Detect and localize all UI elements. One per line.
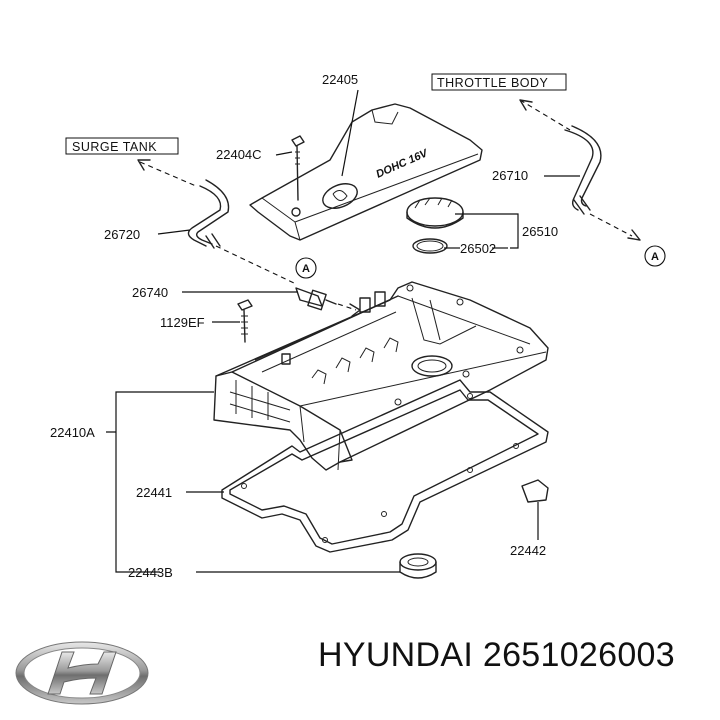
throttle-body-box [431, 73, 567, 91]
label-22404c: 22404C [216, 147, 262, 162]
label-22441: 22441 [136, 485, 172, 500]
callout-labels: 22405 THROTTLE BODY SURGE TANK 22404C 26… [50, 72, 666, 580]
label-circle-a-left: A [302, 263, 310, 275]
label-26720: 26720 [104, 227, 140, 242]
valve-cover [213, 281, 549, 471]
engine-top-cover: DOHC 16V [249, 103, 483, 241]
flow-arrows [137, 99, 641, 317]
label-26502: 26502 [460, 241, 496, 256]
brand-part-number: HYUNDAI 2651026003 [318, 636, 675, 674]
spark-tube-seal [399, 553, 437, 579]
surge-tank-box [65, 137, 179, 155]
bolt-1129ef [237, 299, 253, 343]
label-22443b: 22443B [128, 565, 173, 580]
label-circle-a-right: A [651, 251, 659, 263]
plug-seal [521, 479, 549, 503]
leader-lines [106, 89, 580, 573]
label-throttle-body: THROTTLE BODY [437, 76, 549, 90]
label-22405: 22405 [322, 72, 358, 87]
label-1129ef: 1129EF [160, 315, 205, 330]
label-26510: 26510 [522, 224, 558, 239]
bolt-22404c [291, 135, 305, 217]
hyundai-logo-icon [15, 641, 149, 705]
connection-marker-a-right [644, 245, 666, 267]
hose-26720 [187, 179, 230, 249]
valve-cover-gasket [221, 379, 549, 553]
label-surge-tank: SURGE TANK [72, 140, 157, 154]
pcv-valve [295, 287, 337, 311]
hose-26710 [564, 125, 602, 215]
label-22410a: 22410A [50, 425, 95, 440]
cover-logo-text: DOHC 16V [374, 147, 431, 181]
label-26710: 26710 [492, 168, 528, 183]
oil-filler-cap [406, 197, 464, 254]
connection-marker-a-left [295, 257, 317, 279]
label-22442: 22442 [510, 543, 546, 558]
label-26740: 26740 [132, 285, 168, 300]
